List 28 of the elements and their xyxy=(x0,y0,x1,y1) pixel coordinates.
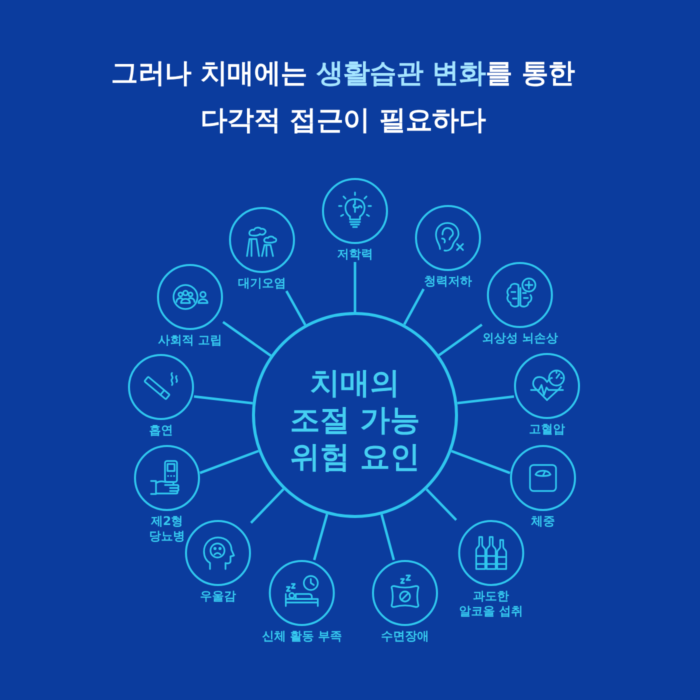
connector-line xyxy=(285,290,306,326)
node-label: 제2형 당뇨병 xyxy=(148,514,186,544)
connector-line xyxy=(250,488,284,524)
connector-line xyxy=(313,514,328,560)
hub-circle: 치매의 조절 가능 위험 요인 xyxy=(252,312,458,518)
node-label: 과도한 알코올 섭취 xyxy=(458,589,524,619)
connector-line xyxy=(200,450,259,474)
node-label: 체중 xyxy=(531,514,555,529)
connector-line xyxy=(457,395,514,404)
node-label: 흡연 xyxy=(149,423,173,438)
node-label: 우울감 xyxy=(200,589,236,604)
node-label: 사회적 고립 xyxy=(158,333,222,348)
connector-line xyxy=(380,514,395,560)
node-label: 외상성 뇌손상 xyxy=(482,331,558,346)
connector-line xyxy=(403,288,425,326)
connector-line xyxy=(222,320,272,357)
node-label: 고혈압 xyxy=(529,422,565,437)
connector-line xyxy=(438,324,483,356)
node-label: 청력저하 xyxy=(424,274,472,289)
connector-line xyxy=(426,488,458,521)
node-label: 수면장애 xyxy=(381,629,429,644)
node-label: 대기오염 xyxy=(238,276,286,291)
title: 그러나 치매에는 생활습관 변화를 통한 다각적 접근이 필요하다 xyxy=(110,57,576,138)
connector-line xyxy=(451,450,510,474)
connector-line xyxy=(194,395,253,405)
node-label: 신체 활동 부족 xyxy=(262,629,342,644)
node-label: 저학력 xyxy=(337,247,373,262)
connector-line xyxy=(354,262,356,312)
